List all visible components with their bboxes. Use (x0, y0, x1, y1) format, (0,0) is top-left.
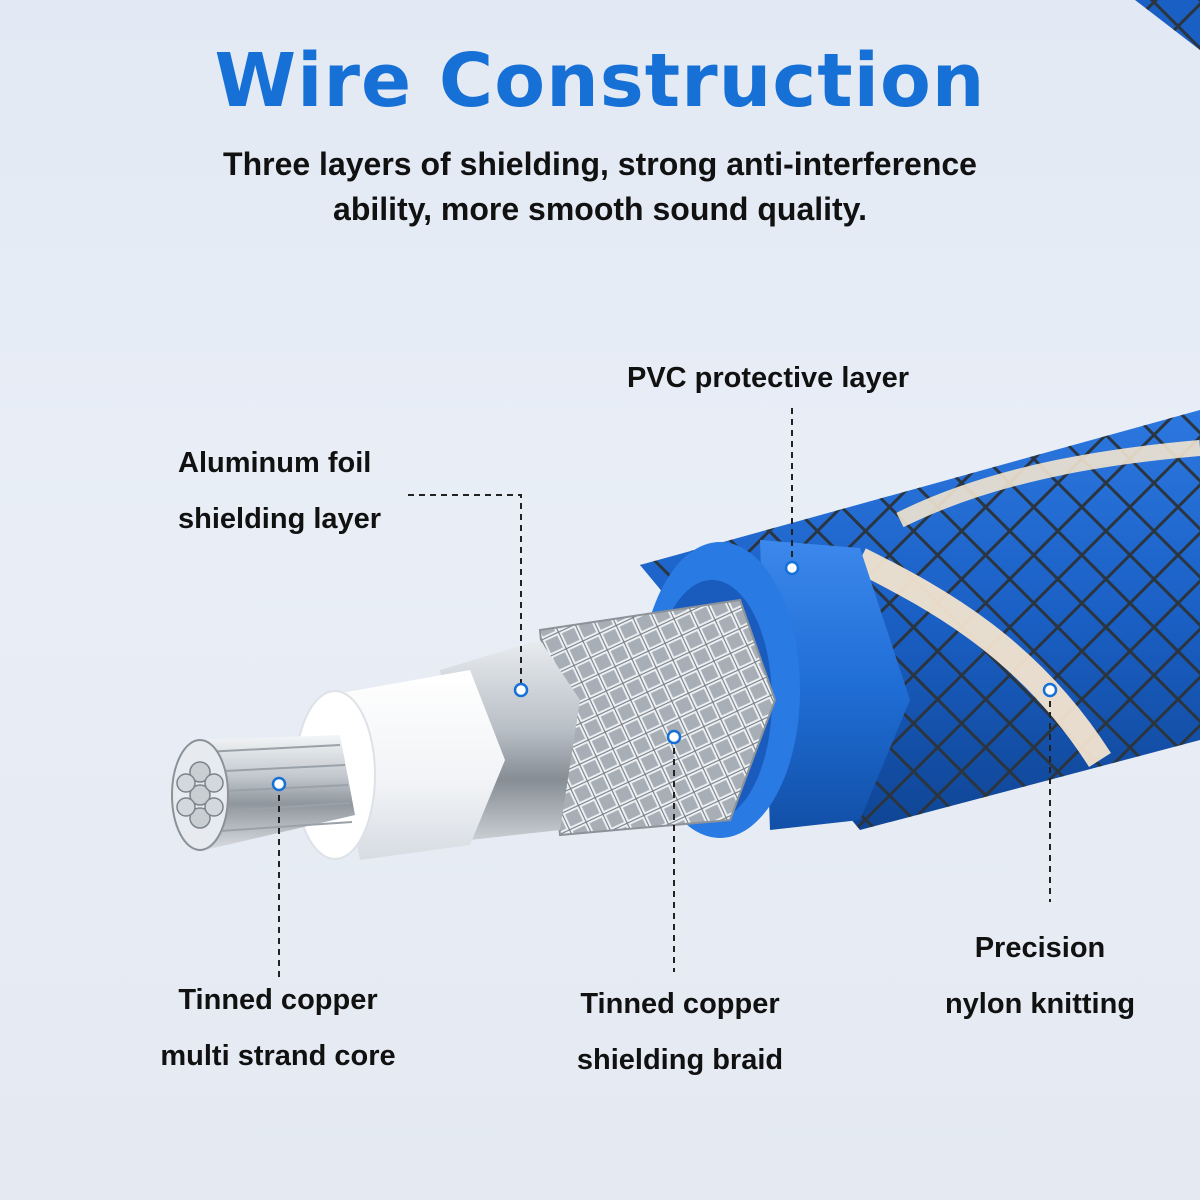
nylon-label: Precision nylon knitting (890, 920, 1190, 1032)
foil-label: Aluminum foil shielding layer (178, 435, 381, 547)
nylon-label-line-1: Precision (974, 932, 1106, 964)
core-label: Tinned copper multi strand core (128, 972, 428, 1084)
foil-callout-line (408, 494, 522, 690)
core-callout-dot (271, 776, 287, 792)
nylon-label-line-2: nylon knitting (944, 988, 1136, 1020)
subtitle: Three layers of shielding, strong anti-i… (150, 142, 1050, 232)
subtitle-line-2: ability, more smooth sound quality. (333, 191, 867, 227)
braid-callout-dot (666, 729, 682, 745)
foil-label-line-1: Aluminum foil (178, 447, 372, 479)
subtitle-line-1: Three layers of shielding, strong anti-i… (223, 146, 977, 182)
pvc-callout-dot (784, 560, 800, 576)
foil-label-line-2: shielding layer (178, 503, 382, 535)
nylon-callout-dot (1042, 682, 1058, 698)
callout-lines (278, 408, 1051, 978)
core-label-line-1: Tinned copper (178, 984, 378, 1016)
multi-strand-core (171, 735, 355, 851)
core-label-line-2: multi strand core (160, 1040, 396, 1072)
foil-callout-dot (513, 682, 529, 698)
pvc-label: PVC protective layer (627, 350, 909, 406)
braid-label-line-2: shielding braid (576, 1044, 784, 1076)
pvc-label-line-1: PVC protective layer (627, 362, 910, 394)
braid-label: Tinned copper shielding braid (530, 976, 830, 1088)
page-title: Wire Construction (214, 38, 986, 124)
braid-label-line-1: Tinned copper (580, 988, 780, 1020)
